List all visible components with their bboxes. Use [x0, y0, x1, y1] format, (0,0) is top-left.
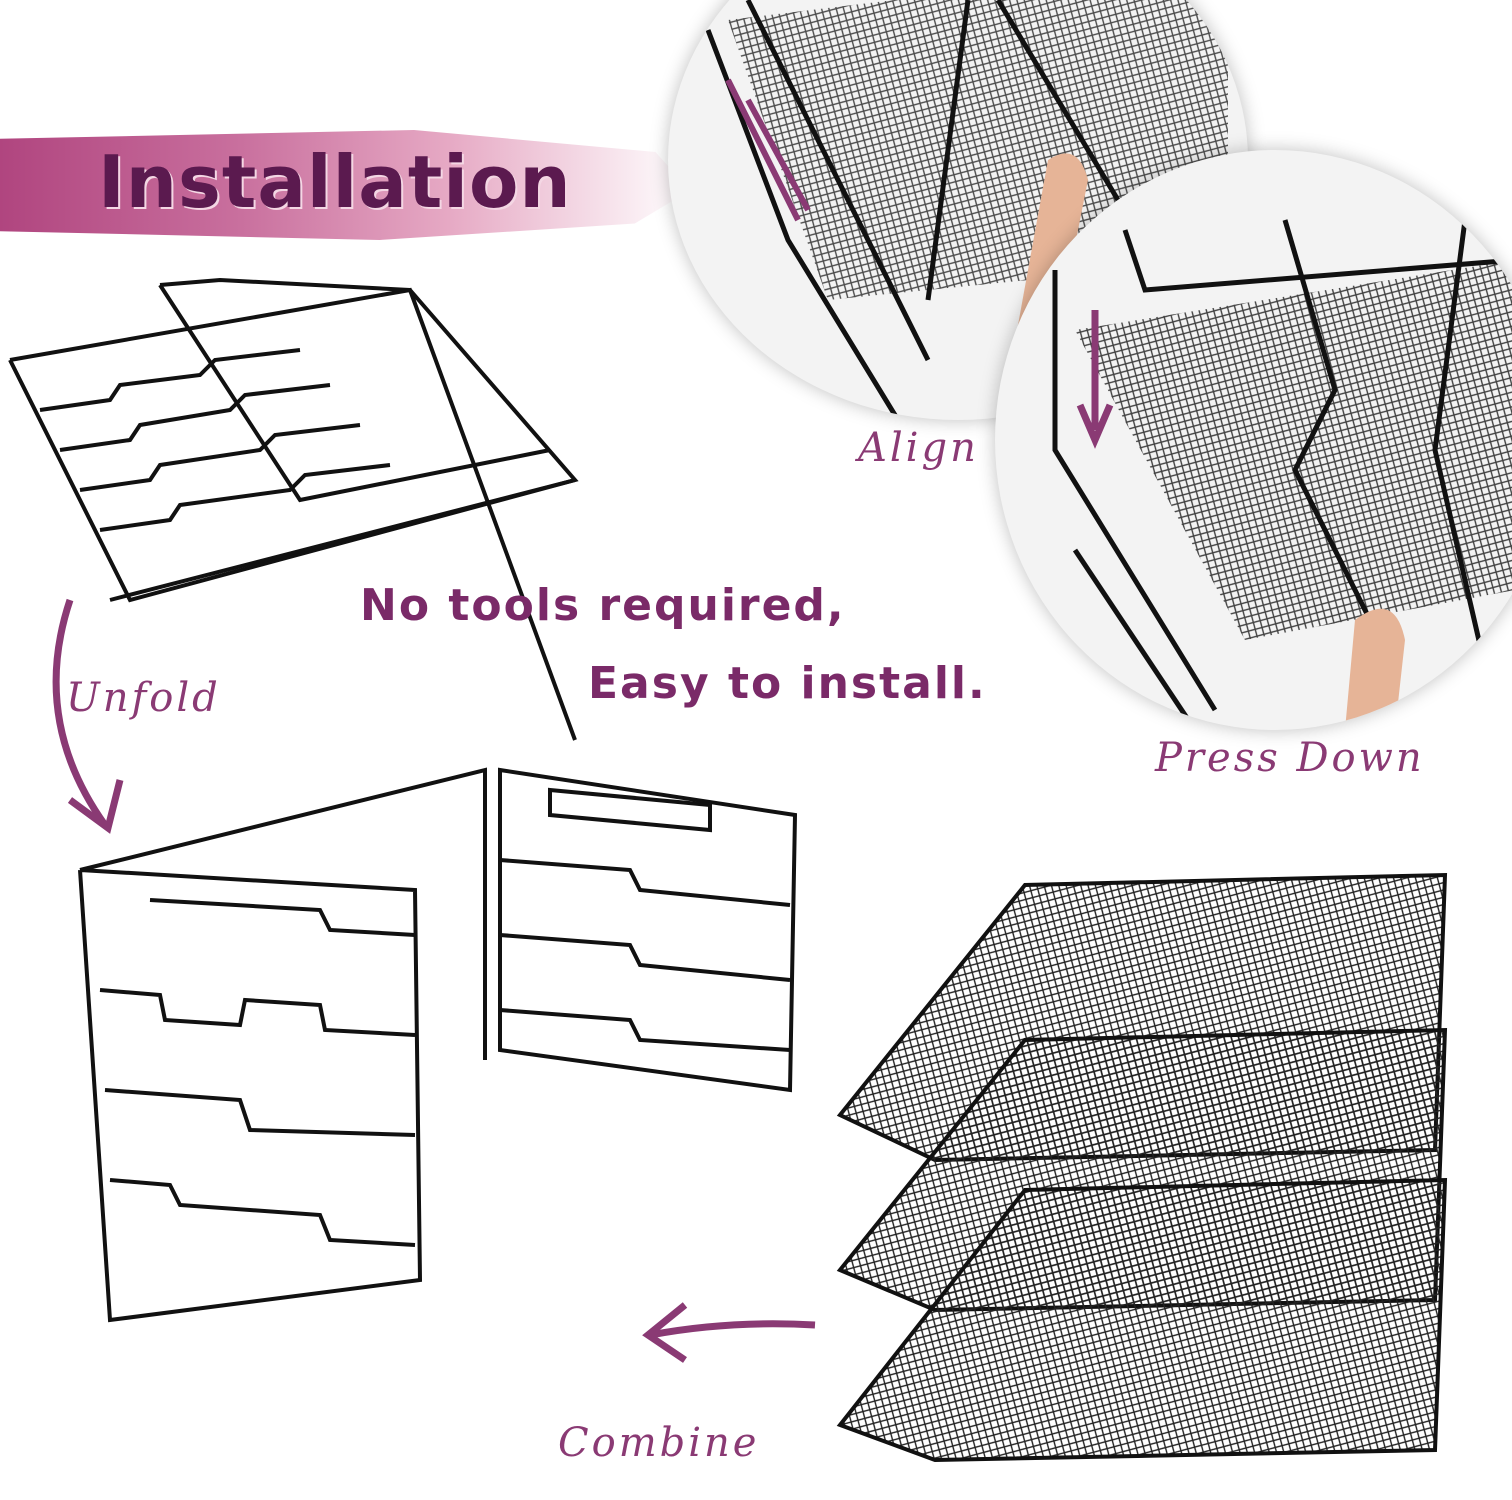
tagline-line2: Easy to install.	[588, 658, 987, 709]
align-label: Align	[858, 425, 979, 471]
title-banner	[0, 130, 690, 240]
press-down-step-image	[995, 150, 1512, 730]
page-title: Installation	[98, 140, 572, 224]
unfolded-rack-image	[78, 767, 798, 1323]
folded-rack-image	[8, 277, 579, 741]
tagline-line1: No tools required,	[360, 580, 846, 631]
combine-label: Combine	[558, 1420, 760, 1466]
unfold-label: Unfold	[66, 675, 221, 721]
combine-arrow-icon	[642, 1302, 816, 1363]
mesh-trays-image	[836, 872, 1448, 1463]
unfold-arrow-icon	[52, 598, 124, 834]
press-down-label: Press Down	[1155, 735, 1425, 781]
